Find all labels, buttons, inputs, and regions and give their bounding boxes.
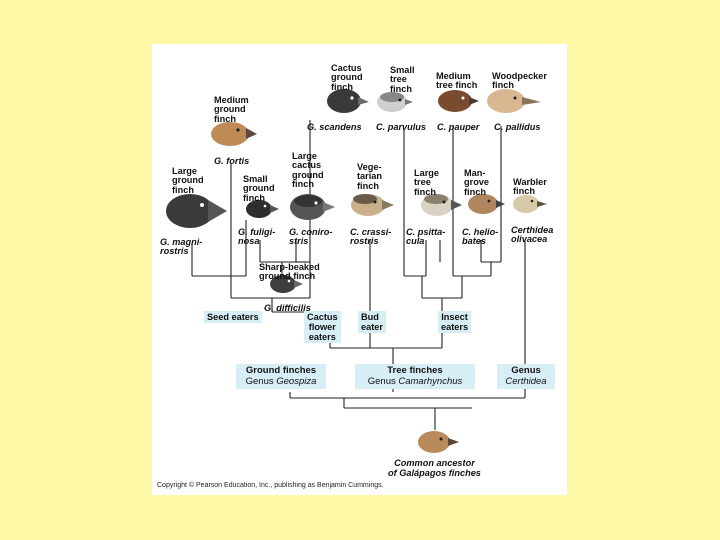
large-tree-finch-icon (421, 194, 462, 216)
diet-cactus-flower-eaters: Cactus flower eaters (304, 311, 341, 343)
sharp-beaked-ground-finch-icon (270, 275, 303, 293)
species-label-woodpecker: Woodpecker finch (492, 70, 547, 91)
species-label-small-ground: Small ground finch (243, 173, 275, 203)
species-sci-mangrove: C. helio- bates (462, 226, 499, 247)
common-ancestor-label: Common ancestor of Galápagos finches (388, 458, 481, 478)
species-label-large-ground: Large ground finch (172, 165, 204, 195)
common-ancestor-icon (418, 431, 459, 453)
vegetarian-finch-icon (351, 194, 394, 216)
species-sci-large-tree: C. psitta- cula (406, 226, 446, 247)
species-label-vegetarian: Vege- tarian finch (357, 161, 383, 191)
genus-geospiza: Ground finches Genus Geospiza (236, 364, 326, 389)
species-sci-medium-tree: C. pauper (437, 121, 480, 132)
species-label-cactus-ground: Cactus ground finch (331, 62, 363, 92)
mangrove-finch-icon (468, 194, 505, 214)
species-sci-warbler: Certhidea olivacea (511, 224, 554, 245)
species-sci-medium-ground: G. fortis (214, 155, 250, 166)
warbler-finch-icon (513, 195, 547, 213)
species-sci-large-ground: G. magni- rostris (160, 236, 203, 257)
species-sci-sharp-beaked: G. difficilis (264, 302, 311, 313)
species-label-large-cactus: Large cactus ground finch (292, 150, 324, 190)
woodpecker-finch-icon (487, 89, 541, 113)
species-sci-woodpecker: C. pallidus (494, 121, 541, 132)
species-sci-small-ground: G. fuligi- nosa (238, 226, 276, 247)
figure-panel (152, 44, 567, 495)
species-sci-small-tree: C. parvulus (376, 121, 427, 132)
species-label-large-tree: Large tree finch (414, 167, 440, 197)
species-label-small-tree: Small tree finch (390, 64, 415, 94)
medium-ground-finch-icon (211, 122, 257, 146)
species-label-mangrove: Man- grove finch (464, 167, 490, 197)
diet-bud-eater: Bud eater (358, 311, 386, 333)
species-label-sharp-beaked: Sharp-beaked ground finch (259, 261, 320, 282)
large-cactus-ground-finch-icon (290, 194, 335, 220)
species-label-medium-tree: Medium tree finch (436, 70, 478, 91)
species-sci-large-cactus: G. coniro- stris (289, 226, 333, 247)
genus-certhidea: Genus Certhidea (497, 364, 555, 389)
species-sci-cactus-ground: G. scandens (307, 121, 362, 132)
species-sci-vegetarian: C. crassi- rostris (350, 226, 392, 247)
copyright-notice: Copyright © Pearson Education, Inc., pub… (157, 482, 384, 489)
large-ground-finch-icon (166, 194, 227, 228)
medium-tree-finch-icon (438, 90, 479, 112)
diet-seed-eaters: Seed eaters (204, 311, 262, 323)
cactus-ground-finch-icon (327, 89, 369, 113)
species-label-medium-ground: Medium ground finch (214, 94, 249, 124)
small-ground-finch-icon (246, 200, 279, 218)
species-label-warbler: Warbler finch (513, 176, 547, 197)
diet-insect-eaters: Insect eaters (438, 311, 472, 333)
small-tree-finch-icon (377, 92, 413, 112)
genus-camarhynchus: Tree finches Genus Camarhynchus (355, 364, 475, 389)
